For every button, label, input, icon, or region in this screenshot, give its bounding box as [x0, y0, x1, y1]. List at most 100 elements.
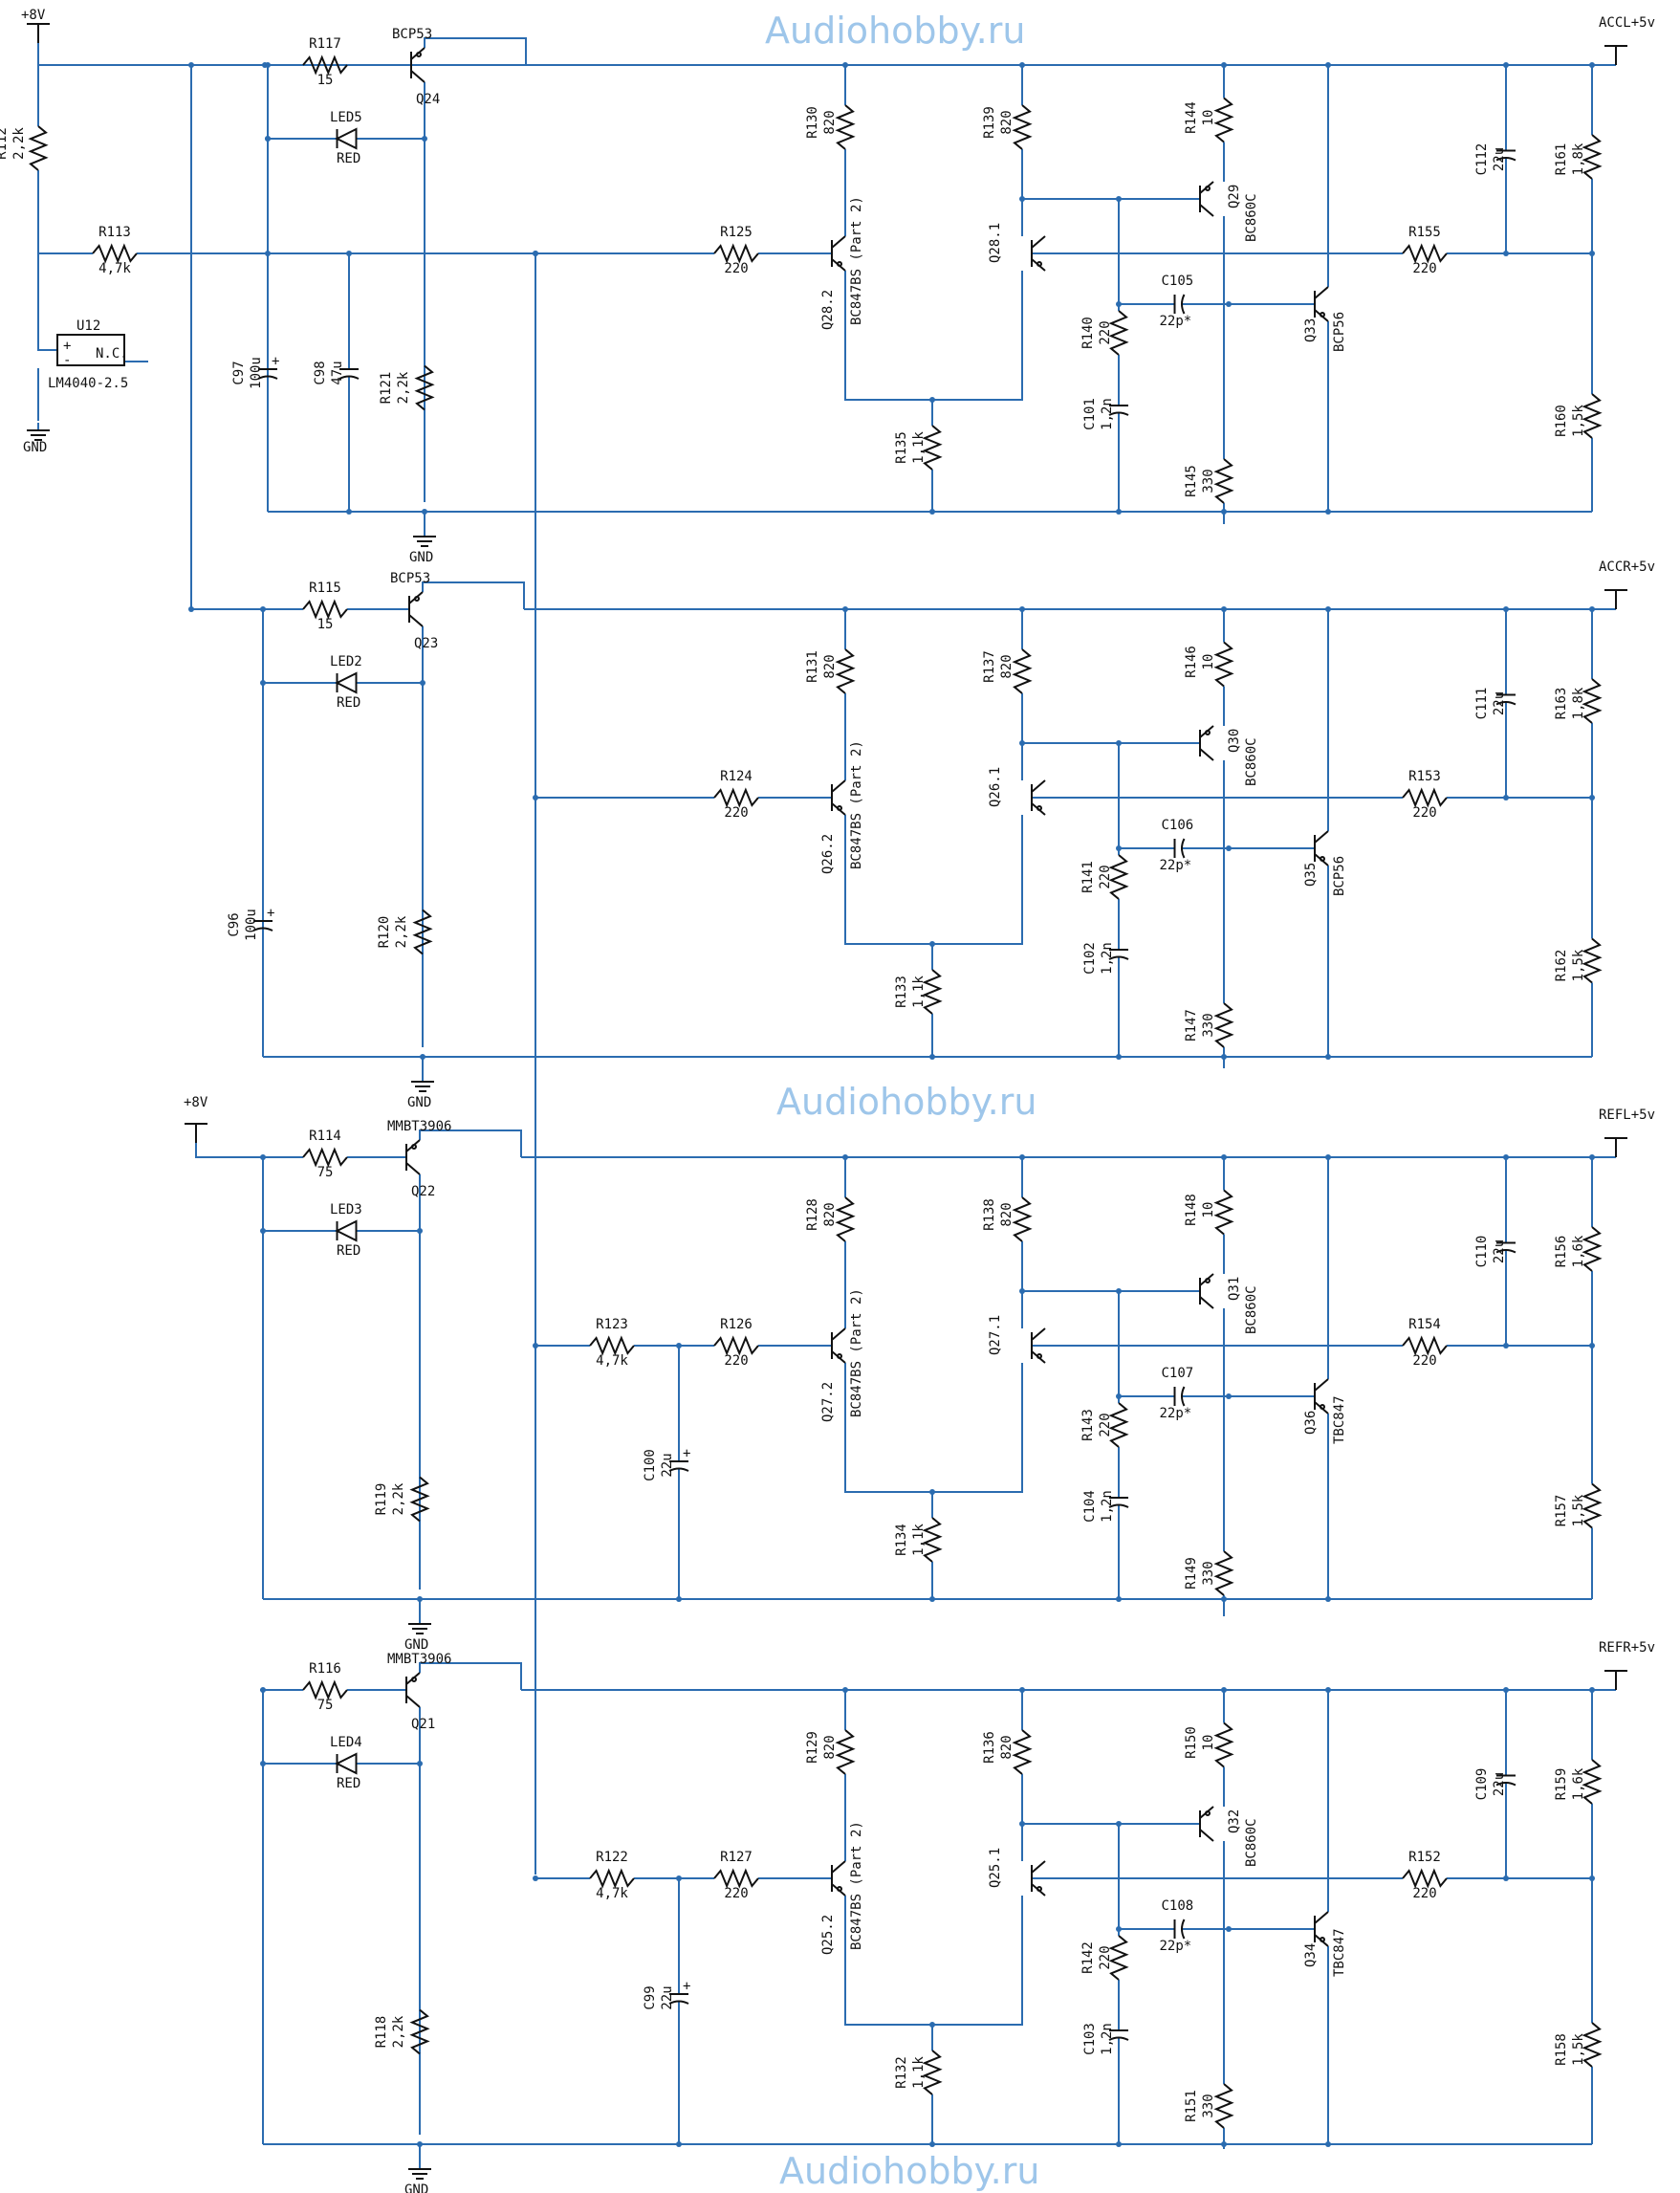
- block-2-rightres-ref: R137: [982, 650, 997, 683]
- block-1-bias-ref: R121: [379, 372, 394, 405]
- block-2-miller-ref: C106: [1162, 818, 1194, 833]
- block-4-leftres-value: 820: [822, 1735, 838, 1759]
- block-2-load-value: 330: [1201, 1013, 1216, 1037]
- block-4-right-collector-resistor: [1012, 1729, 1033, 1775]
- block-1-output-part: BCP56: [1332, 312, 1347, 352]
- block-4-bias-resistor: [409, 2008, 430, 2055]
- wire: [422, 581, 525, 609]
- block-2-input-value: 220: [724, 805, 748, 821]
- block-4-pair-b-arrow: [1036, 1886, 1042, 1892]
- rail-label-third: +8V: [184, 1095, 208, 1110]
- block-4-divtop-ref: R159: [1554, 1768, 1569, 1801]
- u12-ref: U12: [76, 318, 100, 334]
- block-2-input-resistor: [713, 787, 759, 808]
- block-3-comp-cap-plate: [1108, 1503, 1129, 1508]
- block-1-pair-a-collector: [831, 235, 846, 249]
- block-1-right-collector-resistor: [1012, 104, 1033, 150]
- block-3-tail-resistor: [922, 1517, 943, 1563]
- block-4-output-part: TBC847: [1332, 1928, 1347, 1977]
- wire: [424, 37, 527, 65]
- block-1-input-ref: R125: [720, 225, 753, 240]
- block-1-tail-resistor: [922, 425, 943, 471]
- block-1-fb-ref: R155: [1408, 225, 1441, 240]
- block-4-series-ref: R116: [309, 1661, 341, 1677]
- block-3-filter-cap-polarity: +: [683, 1446, 690, 1461]
- block-2-led: [335, 671, 358, 694]
- block-2-fb-value: 220: [1412, 805, 1436, 821]
- u12-minus: -: [63, 353, 71, 368]
- block-4-output-tee: [1604, 1670, 1627, 1690]
- block-4-pair-b-collector: [1031, 1860, 1046, 1874]
- junction-dot: [1221, 1596, 1227, 1602]
- block-3-output-transistor-arrow: [1320, 1404, 1325, 1410]
- junction-dot: [1226, 845, 1232, 851]
- block-3-led: [335, 1219, 358, 1242]
- block-2-pass-transistor-emitter: [408, 614, 424, 627]
- block-3-bias-value: 2,2k: [391, 1482, 406, 1515]
- block-4-output-cap-plate: [1495, 1782, 1516, 1787]
- block-4-input-ref: R127: [720, 1850, 753, 1865]
- block-2-emitter-value: 10: [1201, 654, 1216, 670]
- block-3-driver-arrow: [1205, 1278, 1211, 1283]
- block-2-right-collector-resistor: [1012, 648, 1033, 694]
- block-3-miller-value: 22p*: [1160, 1406, 1192, 1421]
- block-2-series-value: 15: [317, 617, 334, 632]
- block-3-led-ref: LED3: [330, 1202, 362, 1217]
- block-2-driver-emitter: [1199, 748, 1214, 761]
- block-4-emitter-resistor: [1213, 1722, 1234, 1768]
- block-3-tail-value: 1,1k: [911, 1524, 927, 1556]
- block-1-driver-load-resistor: [1213, 458, 1234, 504]
- block-2-leftres-value: 820: [822, 654, 838, 678]
- block-3-pair-b-arrow: [1036, 1353, 1042, 1359]
- block-3-emitter-resistor: [1213, 1189, 1234, 1236]
- block-1-comp-resistor: [1108, 310, 1129, 356]
- u12-part: LM4040-2.5: [48, 376, 128, 391]
- block-2-tail-resistor: [922, 969, 943, 1015]
- block-1-tail-value: 1,1k: [911, 431, 927, 464]
- block-2-driver-load-resistor: [1213, 1002, 1234, 1048]
- resistor-r113: [92, 243, 138, 264]
- block-3-feedback-resistor: [1402, 1335, 1448, 1356]
- junction-dot: [1116, 1596, 1122, 1602]
- block-3-filter-ref: R123: [596, 1317, 628, 1332]
- block-3-leftres-ref: R128: [805, 1198, 820, 1231]
- block-1-driver-arrow: [1205, 186, 1211, 191]
- block-1-comp-value: 220: [1098, 320, 1113, 344]
- block-4-driver-arrow: [1205, 1810, 1211, 1816]
- wire: [844, 1896, 1023, 2026]
- block-4-input-value: 220: [724, 1886, 748, 1901]
- block-1-divtop-value: 1,8k: [1571, 143, 1586, 175]
- block-3-input-resistor: [713, 1335, 759, 1356]
- block-2-biascap-ref: C96: [227, 912, 242, 936]
- junction-dot: [1221, 1054, 1227, 1060]
- components-layer: [27, 23, 1627, 2180]
- rail-tee-top: [27, 23, 50, 43]
- block-1-outcap-ref: C112: [1474, 143, 1490, 176]
- block-1-pass-part: BCP53: [392, 27, 432, 42]
- junction-dot: [1325, 1054, 1331, 1060]
- block-2-outcap-ref: C111: [1474, 688, 1490, 720]
- block-1-driver-ref: Q29: [1227, 185, 1242, 208]
- block-2-driver-part: BC860C: [1244, 737, 1259, 786]
- block-1-series-ref: R117: [309, 36, 341, 52]
- block-4-leftres-ref: R129: [805, 1731, 820, 1764]
- block-4-tail-ref: R132: [894, 2056, 909, 2089]
- junction-dot: [929, 1596, 935, 1602]
- block-3-emitter-ref: R148: [1184, 1194, 1199, 1226]
- block-2-comp-cap-plate: [1108, 955, 1129, 960]
- block-4-filtercap-ref: C99: [643, 1985, 658, 2009]
- block-3-pair-b-collector: [1031, 1327, 1046, 1341]
- block-2-pass-part: BCP53: [390, 571, 430, 586]
- block-4-divbot-value: 1,5k: [1571, 2033, 1586, 2066]
- block-4-divider-top-resistor: [1582, 1759, 1603, 1805]
- block-2-leftres-ref: R131: [805, 650, 820, 683]
- watermark-bottom: Audiohobby.ru: [779, 2150, 1039, 2192]
- block-1-load-ref: R145: [1184, 465, 1199, 497]
- junction-dot: [929, 1054, 935, 1060]
- junction-dot: [188, 606, 194, 612]
- block-2-compcap-ref: C102: [1082, 942, 1098, 975]
- block-2-led-color: RED: [337, 695, 360, 711]
- block-2-pair-b-ref: Q26.1: [988, 767, 1003, 807]
- block-1-pair-b-ref: Q28.1: [988, 223, 1003, 263]
- junction-dot: [265, 136, 271, 142]
